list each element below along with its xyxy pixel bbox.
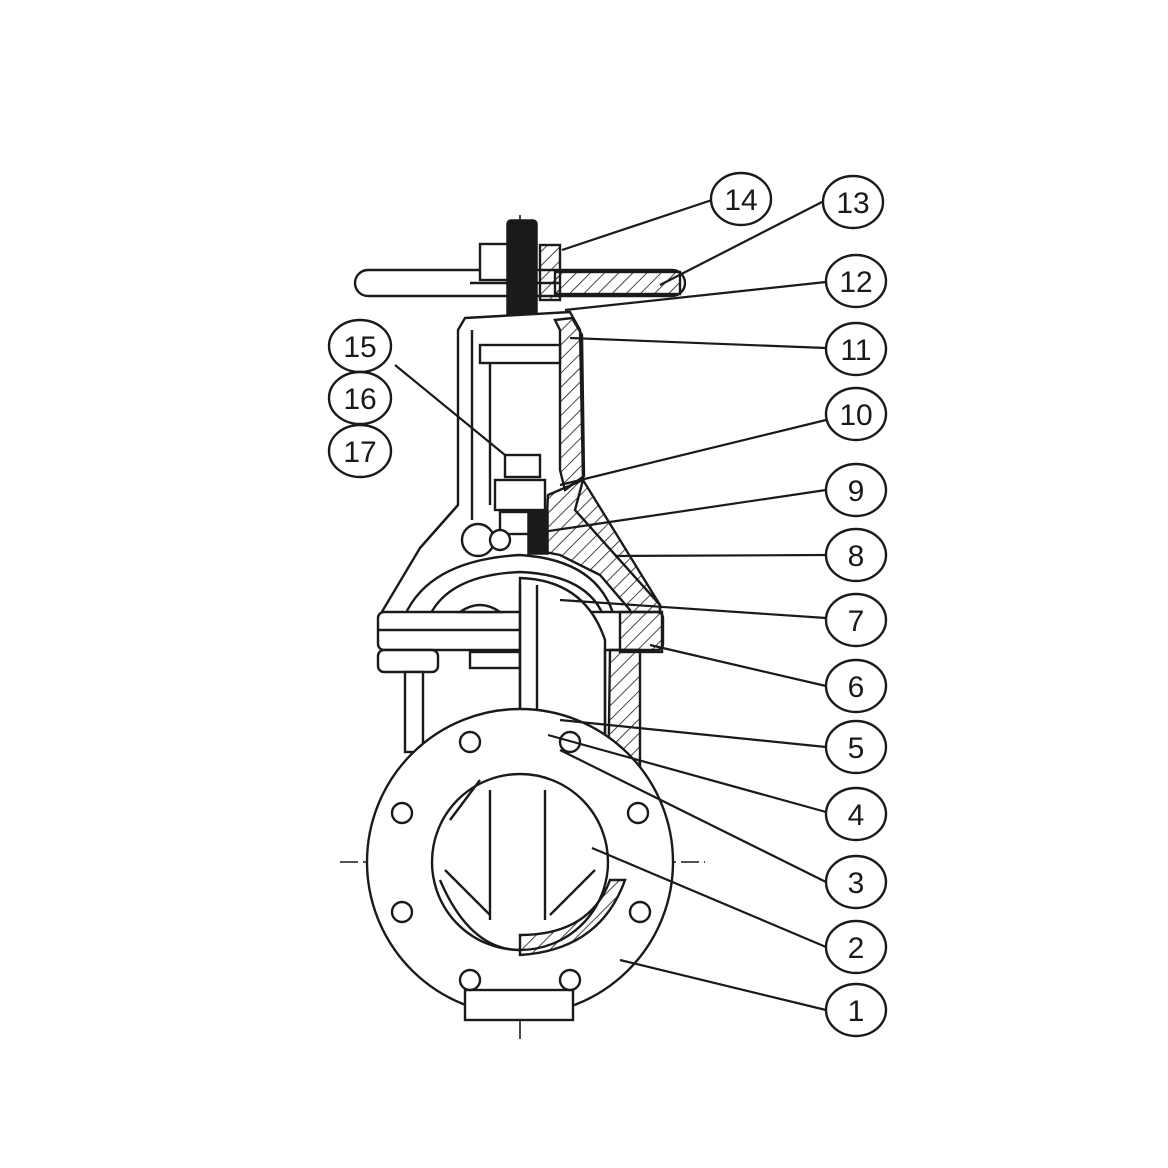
callout-7: 7 bbox=[824, 592, 888, 648]
svg-text:2: 2 bbox=[848, 932, 865, 965]
svg-text:13: 13 bbox=[836, 187, 869, 220]
callouts-left: 15 16 17 bbox=[327, 318, 393, 479]
callout-11: 11 bbox=[824, 321, 888, 377]
callout-17: 17 bbox=[327, 423, 393, 479]
callout-1: 1 bbox=[824, 982, 888, 1038]
callout-9: 9 bbox=[824, 462, 888, 518]
callout-6: 6 bbox=[824, 658, 888, 714]
callouts-right: 14 13 12 11 10 9 8 7 bbox=[709, 171, 888, 1038]
svg-text:6: 6 bbox=[848, 671, 865, 704]
callout-3: 3 bbox=[824, 854, 888, 910]
svg-text:11: 11 bbox=[840, 334, 871, 367]
svg-text:1: 1 bbox=[848, 995, 865, 1028]
stem-seals bbox=[460, 453, 549, 558]
callout-13: 13 bbox=[821, 174, 885, 230]
svg-text:7: 7 bbox=[848, 605, 865, 638]
callout-5: 5 bbox=[824, 719, 888, 775]
callout-4: 4 bbox=[824, 786, 888, 842]
callout-14: 14 bbox=[709, 171, 773, 227]
svg-text:15: 15 bbox=[343, 331, 376, 364]
end-flange bbox=[365, 707, 675, 1022]
svg-text:9: 9 bbox=[848, 475, 865, 508]
svg-text:10: 10 bbox=[839, 399, 872, 432]
callout-16: 16 bbox=[327, 370, 393, 426]
callout-2: 2 bbox=[824, 919, 888, 975]
svg-text:4: 4 bbox=[848, 799, 865, 832]
svg-text:8: 8 bbox=[848, 540, 865, 573]
callout-12: 12 bbox=[824, 253, 888, 309]
callout-8: 8 bbox=[824, 527, 888, 583]
svg-text:17: 17 bbox=[343, 436, 376, 469]
svg-text:5: 5 bbox=[848, 732, 865, 765]
leader-lines bbox=[394, 198, 827, 1012]
callout-15: 15 bbox=[327, 318, 393, 374]
callout-10: 10 bbox=[824, 386, 888, 442]
svg-text:14: 14 bbox=[724, 184, 757, 217]
svg-text:12: 12 bbox=[839, 266, 872, 299]
svg-text:3: 3 bbox=[848, 867, 865, 900]
svg-text:16: 16 bbox=[343, 383, 376, 416]
